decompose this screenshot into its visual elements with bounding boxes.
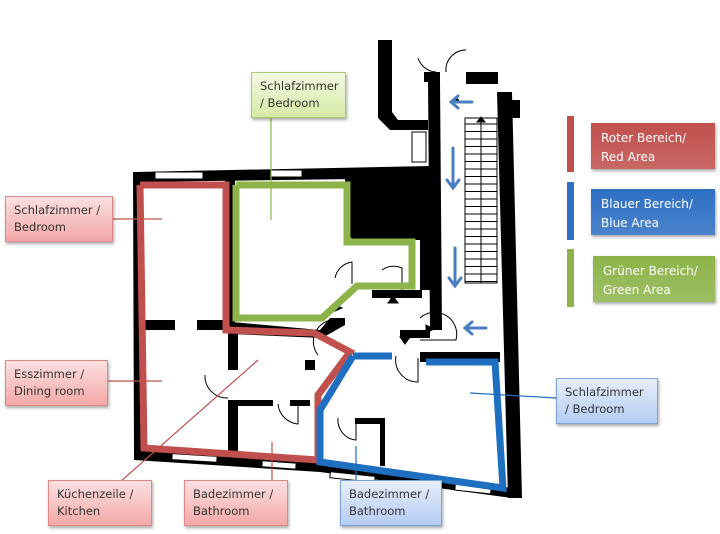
interior-wall [145, 320, 175, 330]
room-label-red-bedroom: Schlafzimmer / Bedroom [5, 196, 113, 242]
interior-wall [228, 400, 238, 452]
label-line1: Schlafzimmer [260, 79, 339, 93]
label-line1: Badezimmer / [349, 487, 430, 501]
legend-line1: Roter Bereich/ [601, 131, 687, 145]
door-icon [419, 311, 458, 341]
legend-item-blue: Blauer Bereich/ Blue Area [591, 189, 715, 235]
label-line2: / Bedroom [565, 402, 625, 416]
door-icon [334, 261, 353, 284]
arrow-down-icon [447, 246, 463, 289]
window [261, 460, 297, 470]
leader-line [469, 392, 557, 399]
label-line2: Dining room [14, 384, 85, 398]
interior-wall [290, 400, 310, 406]
interior-wall [197, 320, 227, 330]
label-line1: Küchenzeile / [57, 487, 134, 501]
door-icon [312, 319, 341, 356]
arrow-left-icon [462, 320, 488, 336]
door-icon [337, 417, 357, 441]
legend-line1: Blauer Bereich/ [601, 197, 693, 211]
interior-wall [380, 418, 385, 466]
door-icon [417, 57, 437, 73]
legend-bar-red [567, 116, 574, 172]
label-line1: Esszimmer / [14, 367, 85, 381]
room-label-dining-room: Esszimmer / Dining room [5, 360, 108, 406]
interior-wall [420, 352, 500, 362]
label-line1: Schlafzimmer / [14, 203, 101, 217]
stair-top-wall [378, 40, 428, 130]
legend-item-red: Roter Bereich/ Red Area [591, 123, 715, 169]
door-icon [381, 265, 403, 292]
door-icon [445, 49, 467, 73]
green-area-outline [232, 181, 416, 322]
interior-wall [228, 330, 238, 370]
window [411, 131, 427, 163]
room-label-blue-bedroom: Schlafzimmer / Bedroom [556, 378, 658, 424]
blue-area-outline [316, 352, 507, 493]
legend-item-green: Grüner Bereich/ Green Area [593, 256, 715, 302]
room-label-blue-bathroom: Badezimmer / Bathroom [340, 480, 442, 526]
entry-wall-right [466, 72, 498, 84]
door-icon [204, 374, 229, 399]
window [269, 169, 303, 178]
legend-bar-green [567, 249, 574, 307]
interior-wall [305, 360, 315, 370]
interior-wall [225, 180, 235, 330]
label-line1: Badezimmer / [193, 487, 274, 501]
legend-line2: Blue Area [601, 216, 659, 230]
legend-line2: Green Area [603, 283, 671, 297]
interior-wall [238, 400, 273, 406]
room-label-kitchen: Küchenzeile / Kitchen [48, 480, 152, 526]
label-line2: Bathroom [349, 504, 406, 518]
dark-block [345, 168, 432, 290]
window [154, 171, 204, 180]
label-line2: Kitchen [57, 504, 101, 518]
staircase-icon [464, 116, 498, 284]
label-line2: / Bedroom [260, 96, 320, 110]
right-stub [505, 100, 520, 118]
flow-arrows [445, 94, 488, 336]
legend-line2: Red Area [601, 150, 656, 164]
door-icon [277, 403, 299, 425]
right-wall [497, 92, 522, 498]
red-area-outline [136, 181, 356, 464]
leader-line [119, 359, 259, 483]
interior-wall [372, 290, 422, 298]
walls [133, 40, 522, 498]
door-icon [395, 355, 419, 383]
room-label-red-bathroom: Badezimmer / Bathroom [184, 480, 288, 526]
bottom-wall [134, 450, 512, 498]
label-line2: Bathroom [193, 504, 250, 518]
label-line1: Schlafzimmer [565, 385, 644, 399]
legend-line1: Grüner Bereich/ [603, 264, 698, 278]
entry-wall [424, 72, 440, 82]
interior-wall [355, 418, 383, 424]
room-label-green-bedroom: Schlafzimmer / Bedroom [251, 72, 346, 118]
interior-wall [400, 330, 430, 338]
leader-lines [108, 118, 557, 483]
legend-bar-blue [567, 182, 574, 240]
arrow-left-icon [448, 94, 474, 110]
arrow-down-icon [445, 146, 461, 191]
label-line2: Bedroom [14, 220, 67, 234]
